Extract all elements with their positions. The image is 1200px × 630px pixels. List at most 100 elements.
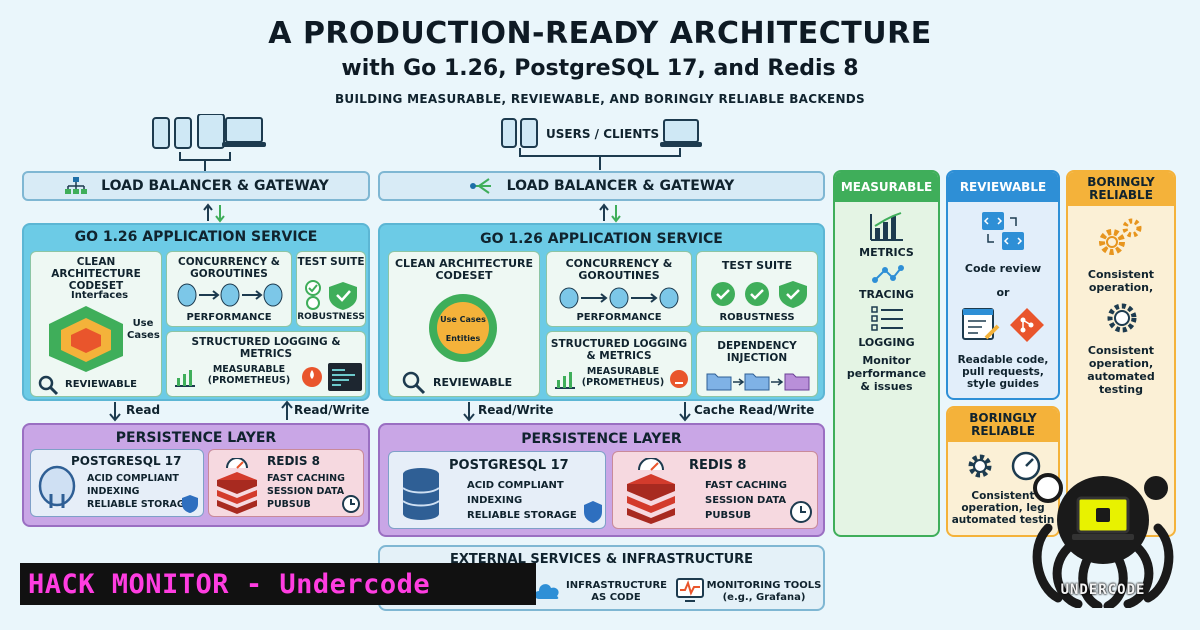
middle-postgres-card: POSTGRESQL 17 ACID COMPLIANT INDEXING RE… (388, 451, 606, 529)
concurrency-caption: PERFORMANCE (576, 312, 662, 323)
redis-line: SESSION DATA (705, 495, 787, 506)
middle-service-title: GO 1.26 APPLICATION SERVICE (480, 231, 723, 247)
left-app-service: GO 1.26 APPLICATION SERVICE CLEAN ARCHIT… (22, 223, 370, 401)
redis-line: PUBSUB (267, 499, 311, 510)
page-subtitle: with Go 1.26, PostgreSQL 17, and Redis 8 (341, 56, 859, 81)
devices-icon (152, 114, 266, 149)
logging-caption: MEASURABLE (PROMETHEUS) (581, 366, 665, 388)
prometheus-icon (302, 367, 322, 387)
prometheus-icon (670, 370, 688, 388)
reliable-small-note: Consistent operation, leg automated test… (951, 490, 1055, 526)
checks-shield-icon (305, 280, 357, 310)
updown-arrow-icon (599, 203, 621, 223)
concurrency-title: CONCURRENCY & GOROUTINES (565, 257, 673, 282)
goroutines-icon (177, 283, 283, 307)
logging-title: STRUCTURED LOGGING & METRICS (191, 336, 341, 360)
use-cases-label: Use Cases (127, 318, 160, 341)
reliable-tall-title: BORINGLY RELIABLE (1068, 172, 1174, 206)
up-arrow-icon (281, 400, 293, 420)
postgres-name: POSTGRESQL 17 (71, 454, 182, 468)
reviewable-label: REVIEWABLE (433, 376, 513, 389)
postgres-line: ACID COMPLIANT (87, 473, 179, 484)
middle-clean-arch-card: CLEAN ARCHITECTURE CODESET Use Cases Ent… (388, 251, 540, 397)
postgres-line: RELIABLE STORAGE (467, 510, 577, 521)
reviewable-note: Readable code, pull requests, style guid… (957, 354, 1049, 390)
logging-caption: MEASURABLE (PROMETHEUS) (207, 364, 291, 386)
left-concurrency-card: CONCURRENCY & GOROUTINES PERFORMANCE (166, 251, 292, 327)
postgres-name: POSTGRESQL 17 (449, 458, 569, 473)
tracing-icon (872, 265, 904, 283)
iac-label: INFRASTRUCTURE AS CODE (566, 580, 668, 603)
reliable-tall-panel: BORINGLY RELIABLE Consistent operation, … (1066, 170, 1176, 537)
tracing-label: TRACING (859, 288, 914, 301)
concurrency-title: CONCURRENCY & GOROUTINES (178, 256, 280, 280)
shield-icon (584, 501, 602, 523)
checks-icon (711, 281, 807, 308)
interfaces-label: Interfaces (71, 290, 129, 301)
test-title: TEST SUITE (297, 256, 365, 268)
or-label: or (996, 286, 1010, 299)
magnifier-icon (402, 371, 426, 395)
reviewable-label: REVIEWABLE (65, 379, 137, 390)
concurrency-caption: PERFORMANCE (186, 312, 272, 323)
measurable-note: Monitor performance & issues (846, 354, 927, 393)
core-entities: Entities (445, 334, 481, 343)
middle-edge-cache: Cache Read/Write (694, 403, 815, 417)
clients-label: USERS / CLIENTS (546, 127, 660, 141)
down-arrow-icon (463, 402, 475, 422)
reliable-tall-note2: Consistent operation, automated testing (1087, 344, 1155, 396)
chart-icon (555, 372, 575, 389)
updown-arrow-icon (203, 203, 225, 223)
left-redis-card: REDIS 8 FAST CACHING SESSION DATA PUBSUB (208, 449, 364, 517)
redis-line: FAST CACHING (267, 473, 345, 484)
left-edge-read: Read (126, 403, 161, 417)
editor-icon (962, 308, 1000, 340)
reliable-tall-note1: Consistent operation, (1087, 268, 1155, 294)
postgres-lines: ACID COMPLIANT INDEXING RELIABLE STORAGE (467, 478, 577, 523)
redis-lines: FAST CACHING SESSION DATA PUBSUB (267, 472, 345, 511)
logging-list-icon (871, 306, 903, 331)
down-arrow-icon (679, 402, 691, 422)
reviewable-title: REVIEWABLE (948, 172, 1058, 202)
redis-line: FAST CACHING (705, 480, 788, 491)
database-icon (402, 468, 440, 520)
left-lb-label: LOAD BALANCER & GATEWAY (101, 178, 329, 194)
redis-stack-icon (217, 458, 257, 514)
hexagon-layers-icon (49, 306, 123, 372)
left-service-title: GO 1.26 APPLICATION SERVICE (74, 229, 318, 245)
chart-icon (175, 370, 195, 387)
left-persistence-title: PERSISTENCE LAYER (115, 430, 277, 446)
page-tagline: BUILDING MEASURABLE, REVIEWABLE, AND BOR… (334, 92, 865, 106)
undercode-octopus-logo (1032, 473, 1174, 608)
redis-name: REDIS 8 (267, 454, 321, 468)
onion-layers-icon (429, 294, 497, 362)
metrics-label: METRICS (859, 246, 914, 259)
middle-persistence-layer: PERSISTENCE LAYER POSTGRESQL 17 ACID COM… (378, 423, 825, 537)
clean-arch-title: CLEAN ARCHITECTURE CODESET (394, 257, 533, 282)
page-title: A PRODUCTION-READY ARCHITECTURE (268, 16, 932, 51)
magnifier-icon (38, 375, 59, 396)
middle-edge-readwrite: Read/Write (478, 403, 554, 417)
phones-icon (501, 118, 538, 148)
test-caption: ROBUSTNESS (297, 312, 365, 322)
middle-di-card: DEPENDENCY INJECTION (696, 331, 818, 397)
undercode-logo-text: UNDERCODE (1060, 582, 1146, 598)
laptop-icon (660, 119, 702, 147)
middle-load-balancer: LOAD BALANCER & GATEWAY (378, 171, 825, 201)
middle-lb-label: LOAD BALANCER & GATEWAY (506, 178, 735, 194)
middle-redis-card: REDIS 8 FAST CACHING SESSION DATA PUBSUB (612, 451, 818, 529)
postgres-line: RELIABLE STORAGE (87, 499, 192, 510)
measurable-title: MEASURABLE (835, 172, 938, 202)
core-use-cases: Use Cases (440, 315, 486, 324)
cloud-icon (534, 584, 559, 599)
elephant-icon (38, 465, 76, 508)
left-postgres-card: POSTGRESQL 17 ACID COMPLIANT INDEXING RE… (30, 449, 204, 517)
redis-stack-icon (627, 458, 675, 524)
gear-icon (968, 454, 992, 478)
network-icon (63, 176, 89, 196)
test-caption: ROBUSTNESS (719, 312, 795, 323)
router-icon (469, 176, 495, 196)
middle-persistence-title: PERSISTENCE LAYER (521, 431, 682, 447)
git-icon (1010, 308, 1044, 342)
goroutines-icon (559, 287, 679, 309)
